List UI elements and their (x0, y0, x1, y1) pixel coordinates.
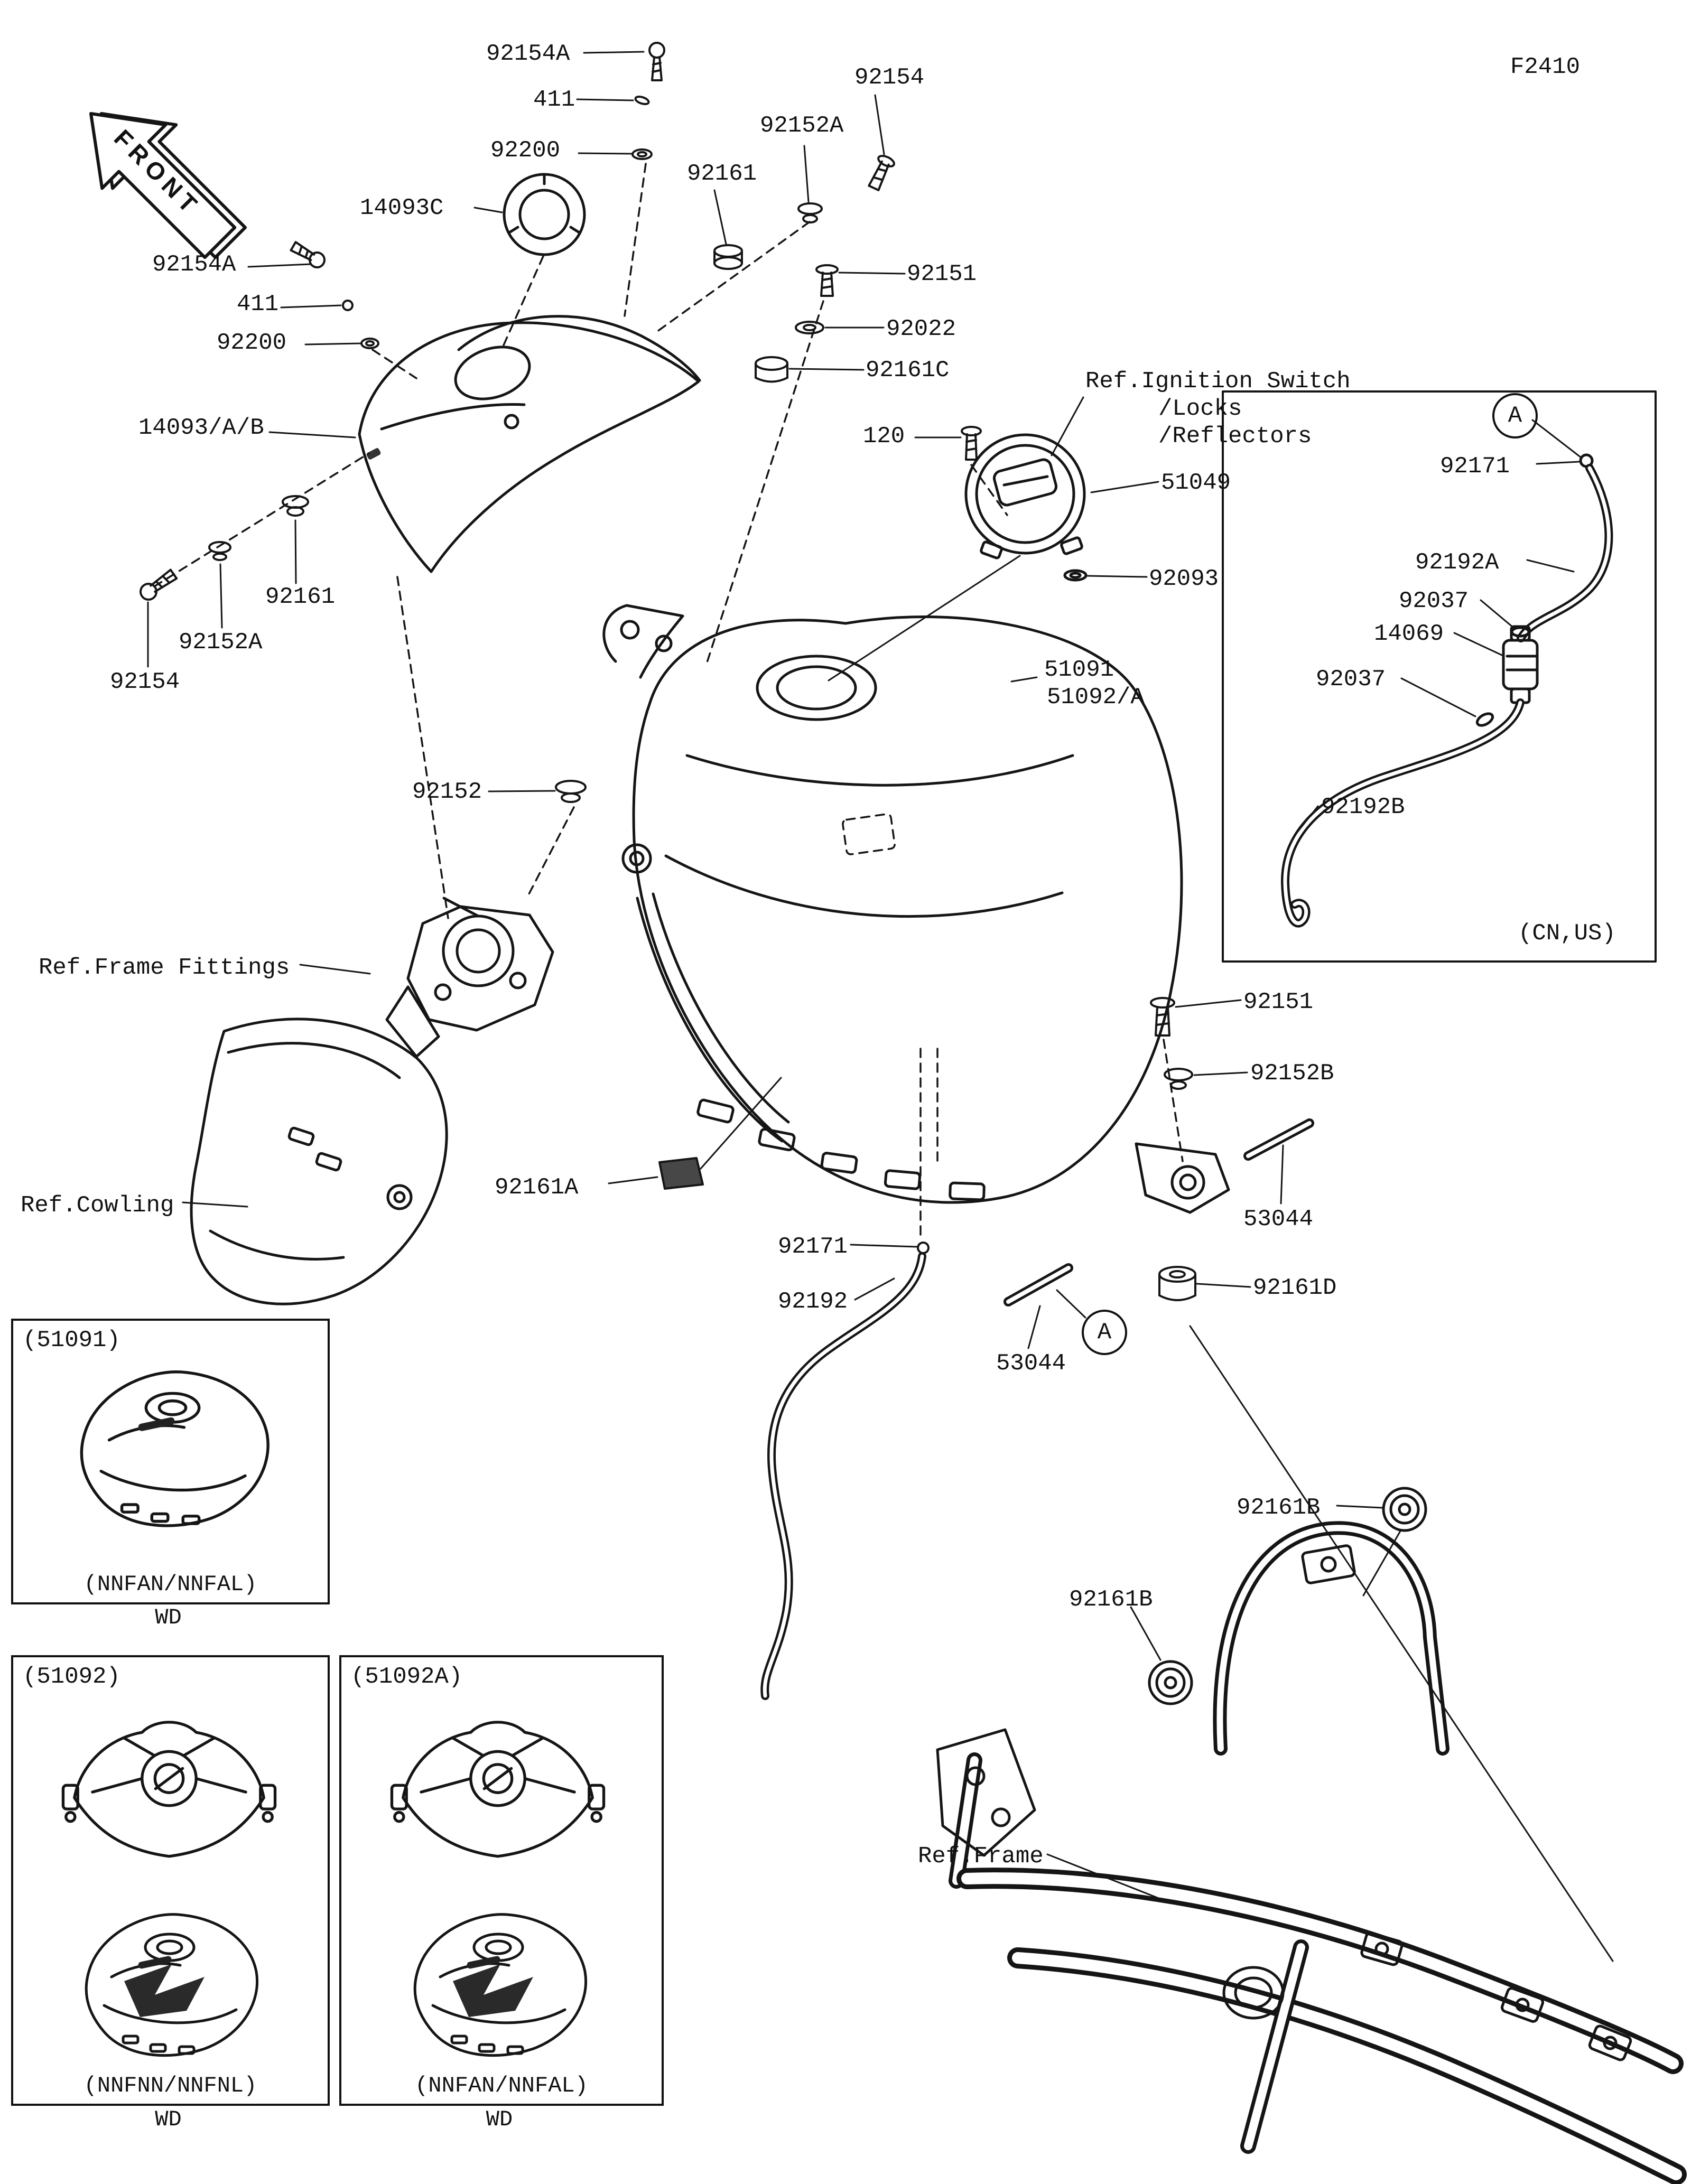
ref-ignition-switch: Ref.Ignition Switch (1085, 368, 1351, 395)
inset-box-51091-title: (51091) (23, 1327, 120, 1354)
part-label-14093c: 14093C (360, 195, 444, 221)
inset-box-51092-wd: WD (155, 2107, 182, 2132)
part-label-51091: 51091 (1044, 657, 1114, 683)
fuel-cap-drawing (964, 433, 1088, 582)
part-label-92151-right: 92151 (1243, 989, 1314, 1015)
inset-box-51092a-variant: (NNFAN/NNFAL) (415, 2073, 588, 2098)
inset-box-51092a-wd: WD (486, 2107, 513, 2132)
part-label-92154-left: 92154 (110, 669, 180, 695)
assembly-axis-lines (153, 163, 1184, 1236)
part-label-14069: 14069 (1374, 621, 1444, 647)
detail-marker-a-mid: A (1082, 1310, 1127, 1355)
fuel-hose-drawing (760, 1252, 926, 1700)
inset-box-51091-wd: WD (155, 1605, 182, 1630)
part-label-92152a-left: 92152A (179, 629, 263, 656)
part-label-92161-top: 92161 (687, 161, 757, 187)
part-label-51049: 51049 (1161, 470, 1231, 496)
cap-ring-drawing (503, 173, 586, 256)
part-label-92154a-left: 92154A (152, 251, 236, 278)
part-label-92161b-left: 92161B (1069, 1586, 1153, 1613)
part-label-92152b: 92152B (1250, 1060, 1334, 1087)
leader-lines (147, 51, 1614, 1962)
part-label-120: 120 (863, 423, 905, 450)
detail-marker-a-top: A (1492, 393, 1538, 438)
ref-locks: /Locks (1158, 396, 1242, 422)
inset-box-51092-variant: (NNFNN/NNFNL) (83, 2073, 257, 2098)
part-label-92171-right: 92171 (1440, 453, 1510, 480)
part-label-92192a: 92192A (1415, 549, 1499, 576)
part-label-92161d: 92161D (1253, 1275, 1337, 1301)
frame-drawing (936, 1487, 1687, 2184)
part-label-92192b: 92192B (1321, 794, 1405, 820)
inset-box-51092a: (51092A) (NNFAN/NNFAL) (339, 1655, 664, 2106)
part-label-92037-lower: 92037 (1316, 666, 1386, 693)
part-label-92161a: 92161A (495, 1174, 579, 1201)
detail-marker-a-top-text: A (1508, 403, 1522, 429)
cowling-drawing (190, 1018, 448, 1305)
inset-box-51091-variant: (NNFAN/NNFAL) (83, 1572, 257, 1597)
frame-fittings-drawing (385, 897, 554, 1058)
detail-marker-a-mid-text: A (1097, 1319, 1112, 1346)
inset-box-51092-title: (51092) (23, 1664, 120, 1690)
part-label-92200-top: 92200 (490, 137, 561, 164)
diagram-code: F2410 (1510, 54, 1581, 80)
part-label-92200-left: 92200 (217, 330, 287, 356)
fuel-tap-inset-drawing (1222, 390, 1657, 963)
part-label-51092a: 51092/A (1047, 684, 1145, 711)
part-label-92161c: 92161C (866, 357, 950, 384)
inset-box-51092a-title: (51092A) (351, 1664, 463, 1690)
region-label-cn-us: (CN,US) (1518, 920, 1616, 947)
part-label-92161b-right: 92161B (1237, 1495, 1321, 1521)
tank-cover-drawing (358, 315, 701, 573)
part-label-92152: 92152 (412, 779, 482, 805)
fuel-tank-drawing (602, 604, 1230, 1214)
part-label-53044-right: 53044 (1243, 1206, 1314, 1233)
part-label-92154a-top: 92154A (486, 41, 570, 67)
part-label-92171-mid: 92171 (778, 1234, 848, 1260)
fastener-icons (140, 42, 1314, 1306)
part-label-411-top: 411 (533, 87, 575, 113)
inset-box-51091: (51091) (NNFAN/NNFAL) (11, 1319, 330, 1604)
part-label-411-left: 411 (237, 291, 279, 318)
part-label-92161-left: 92161 (265, 584, 336, 610)
part-label-92151-top: 92151 (907, 261, 977, 287)
part-label-92093: 92093 (1149, 566, 1219, 592)
part-label-92192: 92192 (778, 1289, 848, 1315)
part-label-53044-mid: 53044 (996, 1350, 1066, 1377)
part-label-92152a-top: 92152A (760, 113, 844, 139)
ref-cowling: Ref.Cowling (21, 1192, 174, 1219)
front-arrow (89, 112, 247, 259)
ref-frame: Ref.Frame (918, 1843, 1044, 1870)
part-label-92154-top: 92154 (854, 64, 925, 91)
part-label-92022: 92022 (886, 316, 956, 342)
part-label-14093ab: 14093/A/B (138, 415, 264, 441)
ref-reflectors: /Reflectors (1158, 423, 1312, 450)
ref-frame-fittings: Ref.Frame Fittings (39, 955, 290, 981)
part-label-92037-upper: 92037 (1399, 588, 1469, 614)
inset-box-51092: (51092) (NNFNN/NNFNL) (11, 1655, 330, 2106)
